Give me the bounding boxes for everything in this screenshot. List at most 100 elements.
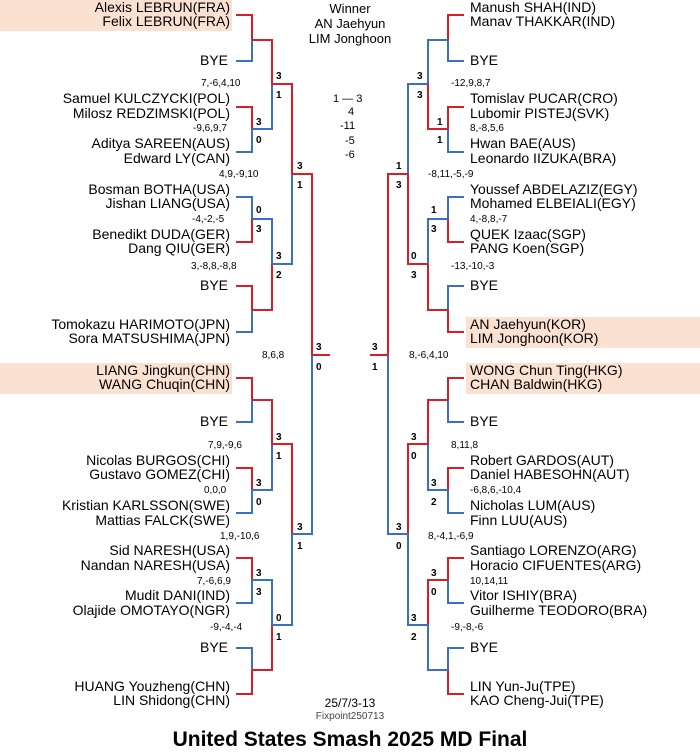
left-games-18: 1 — [297, 541, 303, 552]
right-player-2: Manav THAKKAR(IND) — [470, 13, 616, 29]
highlight-an-lim — [466, 317, 700, 348]
right-score-10: 10,14,11 — [470, 576, 509, 587]
right-player-4: Lubomir PISTEJ(SVK) — [470, 105, 610, 121]
left-games-20: 3 — [256, 568, 262, 579]
left-player-21: Mudit DANI(IND) — [124, 587, 230, 603]
right-score-6: 8,-6,4,10 — [409, 350, 449, 361]
left-games-15: 3 — [256, 478, 262, 489]
left-player-13: LIANG Jingkun(CHN) — [96, 362, 230, 378]
right-player-1: Manush SHAH(IND) — [470, 0, 597, 15]
left-score-1: 7,-6,4,10 — [201, 78, 241, 89]
right-score-1: -12,9,8,7 — [451, 78, 491, 89]
final-summary-g3: -5 — [345, 135, 355, 147]
right-games-14: 0 — [411, 451, 417, 462]
left-games-17: 3 — [297, 522, 303, 533]
right-player-10: PANG Koen(SGP) — [470, 240, 585, 256]
right-player-6: Leonardo IIZUKA(BRA) — [470, 150, 617, 166]
right-games-17: 3 — [396, 522, 402, 533]
right-score-2: 8,-8,5,6 — [470, 123, 504, 134]
left-games-11: 3 — [316, 342, 322, 353]
right-score-5: -13,-10,-3 — [451, 261, 495, 272]
right-score-3: -8,11,-5,-9 — [428, 169, 474, 180]
right-player-11: AN Jaehyun(KOR) — [470, 316, 586, 332]
left-games-8: 0 — [256, 205, 262, 216]
right-score-11: -9,-8,-6 — [451, 622, 484, 633]
right-games-7: 1 — [431, 205, 437, 216]
page-title: United States Smash 2025 MD Final — [172, 728, 528, 751]
bye-left-4: BYE — [200, 639, 229, 655]
right-games-13: 3 — [411, 432, 417, 443]
left-player-15: Nicolas BURGOS(CHI) — [86, 452, 230, 468]
final-summary-g2: -11 — [340, 120, 356, 132]
bye-right-1: BYE — [470, 52, 499, 68]
right-player-14: CHAN Baldwin(HKG) — [470, 376, 603, 392]
left-score-2: -9,6,9,7 — [193, 123, 227, 134]
left-score-4: -4,-2,-5 — [192, 214, 225, 225]
right-player-24: KAO Cheng-Jui(TPE) — [470, 692, 604, 708]
highlight-lebrun — [0, 0, 232, 31]
left-score-7: 7,9,-9,6 — [208, 440, 242, 451]
left-games-2: 1 — [276, 90, 282, 101]
left-games-7: 3 — [256, 224, 262, 235]
right-player-16: Daniel HABESOHN(AUT) — [470, 466, 630, 482]
left-player-11: Tomokazu HARIMOTO(JPN) — [51, 316, 230, 332]
left-player-23: HUANG Youzheng(CHN) — [74, 678, 230, 694]
left-player-9: Benedikt DUDA(GER) — [92, 226, 230, 242]
left-score-6: 8,6,8 — [262, 350, 285, 361]
right-games-11: 3 — [372, 342, 378, 353]
left-score-3: 4,9,-9,10 — [219, 169, 259, 180]
right-score-9: 8,-4,1,-6,9 — [428, 531, 474, 542]
winner-label: Winner — [329, 1, 371, 16]
right-player-3: Tomislav PUCAR(CRO) — [470, 90, 618, 106]
right-score-4: 4,-8,8,-7 — [470, 214, 508, 225]
final-summary-g4: -6 — [345, 149, 355, 161]
right-games-9: 0 — [411, 251, 417, 262]
left-player-18: Mattias FALCK(SWE) — [95, 512, 230, 528]
left-player-24: LIN Shidong(CHN) — [113, 692, 230, 708]
left-player-1: Alexis LEBRUN(FRA) — [94, 0, 230, 15]
left-player-14: WANG Chuqin(CHN) — [99, 376, 230, 392]
left-player-2: Felix LEBRUN(FRA) — [102, 13, 230, 29]
bye-left-1: BYE — [200, 52, 229, 68]
right-games-19: 3 — [431, 568, 437, 579]
left-player-6: Edward LY(CAN) — [123, 150, 230, 166]
bye-right-4: BYE — [470, 639, 499, 655]
left-player-3: Samuel KULCZYCKI(POL) — [62, 90, 230, 106]
left-player-17: Kristian KARLSSON(SWE) — [61, 497, 230, 513]
source-tag: Fixpoint250713 — [315, 711, 385, 722]
right-player-5: Hwan BAE(AUS) — [470, 135, 576, 151]
highlight-wong-chan — [466, 363, 700, 394]
left-games-9: 3 — [276, 251, 282, 262]
final-summary-sets: 1 — 3 — [333, 93, 363, 105]
highlight-liang-wang — [0, 363, 232, 394]
left-player-16: Gustavo GOMEZ(CHI) — [89, 466, 230, 482]
bye-right-3: BYE — [470, 413, 499, 429]
left-games-22: 1 — [276, 632, 282, 643]
final-summary-g1: 4 — [348, 106, 355, 118]
right-score-7: 8,11,8 — [451, 440, 479, 451]
right-games-3: 1 — [437, 135, 443, 146]
left-player-12: Sora MATSUSHIMA(JPN) — [68, 330, 230, 346]
right-player-17: Nicholas LUM(AUS) — [470, 497, 596, 513]
right-player-15: Robert GARDOS(AUT) — [470, 452, 614, 468]
left-player-20: Nandan NARESH(USA) — [80, 557, 230, 573]
right-player-8: Mohamed ELBEIALI(EGY) — [470, 195, 636, 211]
right-games-10: 3 — [411, 270, 417, 281]
left-player-22: Olajide OMOTAYO(NGR) — [72, 602, 230, 618]
left-score-9: 1,9,-10,6 — [220, 531, 260, 542]
right-player-20: Horacio CIFUENTES(ARG) — [470, 557, 642, 573]
right-games-8: 3 — [431, 224, 437, 235]
left-player-4: Milosz REDZIMSKI(POL) — [72, 105, 230, 121]
left-games-14: 1 — [276, 451, 282, 462]
left-games-21: 3 — [256, 587, 262, 598]
right-games-16: 2 — [431, 497, 437, 508]
left-games-16: 0 — [256, 497, 262, 508]
right-games-2: 1 — [437, 117, 443, 128]
right-player-13: WONG Chun Ting(HKG) — [470, 362, 623, 378]
right-player-19: Santiago LORENZO(ARG) — [470, 542, 637, 558]
right-games-20: 0 — [431, 587, 437, 598]
right-games-1: 3 — [417, 71, 423, 82]
tournament-dates: 25/7/3-13 — [324, 696, 376, 710]
bye-right-2: BYE — [470, 277, 499, 293]
